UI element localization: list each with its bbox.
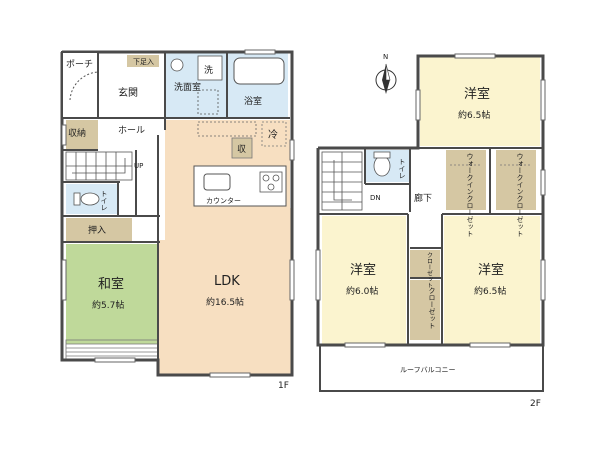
stairs-1f bbox=[65, 151, 133, 181]
fridge-area bbox=[261, 121, 287, 147]
burner-3 bbox=[267, 183, 275, 191]
vanity bbox=[197, 89, 219, 115]
walkin1-label: ウォークインクローゼット bbox=[466, 153, 474, 237]
walkin1-floor bbox=[446, 150, 486, 210]
floor-1 bbox=[60, 49, 295, 378]
storage-floor bbox=[66, 120, 98, 150]
floor-2 bbox=[315, 53, 546, 392]
floor2-label: 2F bbox=[530, 399, 541, 409]
entrance-door-swing bbox=[69, 71, 99, 101]
bath-label: 浴室 bbox=[244, 95, 262, 107]
windows-2f bbox=[315, 53, 546, 348]
toilet2-tank bbox=[373, 151, 391, 159]
closet-tall-floor bbox=[410, 280, 440, 340]
compass bbox=[375, 63, 397, 94]
labels-2f: N 洋室 約6.5帖 トイレ ウォークインクローゼット ウォークインクローゼット… bbox=[346, 53, 541, 409]
washitsu-floor bbox=[66, 244, 158, 344]
toilet1-bowl bbox=[80, 192, 100, 206]
hall-label: ホール bbox=[118, 125, 145, 136]
oshiire-label: 押入 bbox=[88, 224, 106, 236]
washer-box bbox=[197, 55, 223, 81]
sink bbox=[203, 173, 231, 191]
porch-area bbox=[61, 51, 99, 119]
walkin2-floor bbox=[496, 150, 536, 210]
corridor-label: 廊下 bbox=[414, 192, 432, 204]
room-ne-label: 洋室 bbox=[464, 86, 490, 102]
kitchen-storage-label: 収 bbox=[237, 143, 246, 155]
counter-label: カウンター bbox=[206, 196, 241, 205]
windows-1f bbox=[61, 49, 295, 378]
washitsu-label: 和室 bbox=[98, 276, 124, 292]
washer-drum bbox=[170, 58, 184, 72]
ldk-label: LDK bbox=[214, 274, 240, 289]
room-sw-floor bbox=[322, 216, 406, 344]
storage-label: 収納 bbox=[68, 127, 86, 139]
ldk-floor bbox=[158, 120, 292, 375]
north-label: N bbox=[383, 53, 388, 61]
interior-walls-1f bbox=[62, 52, 290, 360]
bathtub bbox=[233, 57, 285, 85]
kitchen-storage bbox=[231, 137, 253, 159]
toilet2-label: トイレ bbox=[398, 158, 406, 179]
toilet2-bowl bbox=[373, 155, 391, 177]
up-label: UP bbox=[134, 162, 143, 170]
burner-1 bbox=[262, 174, 270, 182]
dn-label: DN bbox=[370, 194, 381, 202]
room-se-label: 洋室 bbox=[478, 262, 504, 278]
fridge-label: 冷 bbox=[268, 128, 278, 141]
porch-label: ポーチ bbox=[66, 59, 93, 70]
burner-2 bbox=[272, 174, 280, 182]
balcony-label: ルーフバルコニー bbox=[400, 366, 455, 374]
floor1-label: 1F bbox=[278, 381, 289, 391]
washer-label: 洗 bbox=[204, 64, 213, 76]
oshiire-floor bbox=[66, 218, 132, 242]
stove bbox=[259, 171, 283, 193]
closet-tall-label: クローゼット bbox=[428, 287, 436, 329]
washitsu-size: 約5.7帖 bbox=[92, 299, 124, 311]
shoe-storage-label: 下足入 bbox=[133, 58, 154, 66]
tatami-edge bbox=[66, 343, 158, 357]
room-se-size: 約6.5帖 bbox=[474, 285, 506, 297]
toilet1-label: トイレ bbox=[100, 190, 108, 211]
room-ne-floor bbox=[420, 56, 540, 146]
ldk-size: 約16.5帖 bbox=[206, 296, 244, 308]
closet-small-label: クローゼット bbox=[426, 252, 433, 288]
walkin2-label: ウォークインクローゼット bbox=[516, 153, 524, 237]
shoe-storage-floor bbox=[127, 55, 159, 67]
closet-small-floor bbox=[410, 250, 440, 278]
room-sw-size: 約6.0帖 bbox=[346, 285, 378, 297]
stairs-2f bbox=[321, 151, 363, 211]
balcony bbox=[319, 344, 544, 392]
room-ne-size: 約6.5帖 bbox=[458, 109, 490, 121]
entrance-label: 玄関 bbox=[118, 86, 138, 99]
labels-1f: ポーチ 下足入 玄関 洗 洗面室 浴室 収納 ホール UP トイレ 押入 和室 … bbox=[66, 58, 289, 391]
interior-walls-2f bbox=[318, 147, 543, 345]
room-sw-label: 洋室 bbox=[350, 262, 376, 278]
exterior-wall-1f bbox=[60, 50, 294, 377]
toilet1-tank bbox=[73, 192, 81, 206]
room-se-floor bbox=[444, 216, 540, 344]
washroom-label: 洗面室 bbox=[174, 81, 201, 93]
kitchen-back-counter bbox=[197, 121, 257, 137]
